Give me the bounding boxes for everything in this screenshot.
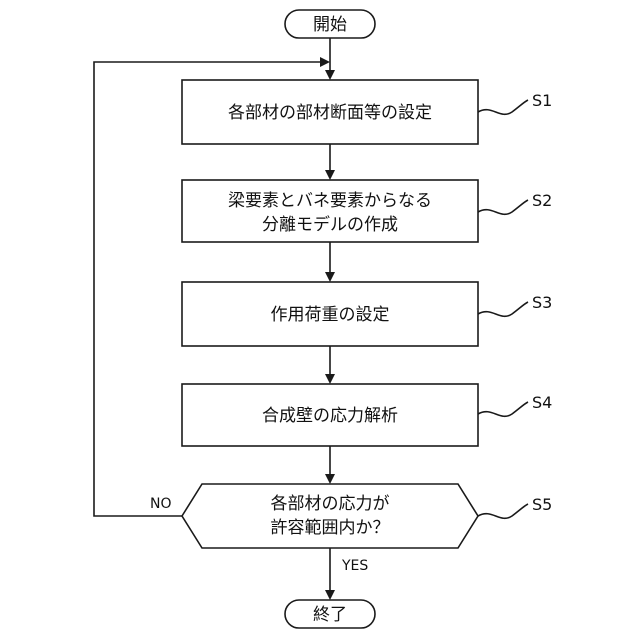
no-branch-label: NO <box>150 496 172 512</box>
yes-branch-label: YES <box>341 558 368 574</box>
process-box-s4: 合成壁の応力解析 <box>182 384 478 446</box>
arrow-into-s3 <box>325 272 335 282</box>
arrow-into-end <box>325 590 335 600</box>
process-box-s1: 各部材の部材断面等の設定 <box>182 80 478 144</box>
leader-s1 <box>478 100 528 114</box>
start-label: 開始 <box>313 15 347 35</box>
arrow-into-s2 <box>325 170 335 180</box>
step-label-s4: S4 <box>532 393 552 412</box>
step-label-s5: S5 <box>532 495 552 514</box>
leader-s2 <box>478 200 528 214</box>
decision-s5-text-line2: 許容範囲内か？ <box>271 518 390 538</box>
process-s2-text-line2: 分離モデルの作成 <box>262 214 398 235</box>
process-box-s2: 梁要素とバネ要素からなる 分離モデルの作成 <box>182 180 478 242</box>
process-s4-text: 合成壁の応力解析 <box>262 406 398 426</box>
step-label-s2: S2 <box>532 191 552 210</box>
step-labels: S1 S2 S3 S4 S5 <box>478 91 552 518</box>
decision-s5: 各部材の応力が 許容範囲内か？ <box>182 484 478 548</box>
start-terminal: 開始 <box>285 10 375 38</box>
leader-s5 <box>478 504 528 518</box>
arrow-into-s4 <box>325 374 335 384</box>
end-terminal: 終了 <box>285 600 375 628</box>
step-label-s3: S3 <box>532 293 552 312</box>
leader-s3 <box>478 302 528 316</box>
step-label-s1: S1 <box>532 91 552 110</box>
process-box-s3: 作用荷重の設定 <box>182 282 478 346</box>
process-s3-text: 作用荷重の設定 <box>271 305 390 325</box>
process-s1-text: 各部材の部材断面等の設定 <box>228 103 432 123</box>
process-s2-text-line1: 梁要素とバネ要素からなる <box>228 191 432 211</box>
leader-s4 <box>478 402 528 416</box>
arrow-into-s1 <box>325 70 335 80</box>
arrow-no-loop <box>320 57 330 67</box>
decision-s5-text-line1: 各部材の応力が <box>271 494 390 514</box>
end-label: 終了 <box>313 605 347 625</box>
arrow-into-s5 <box>325 474 335 484</box>
